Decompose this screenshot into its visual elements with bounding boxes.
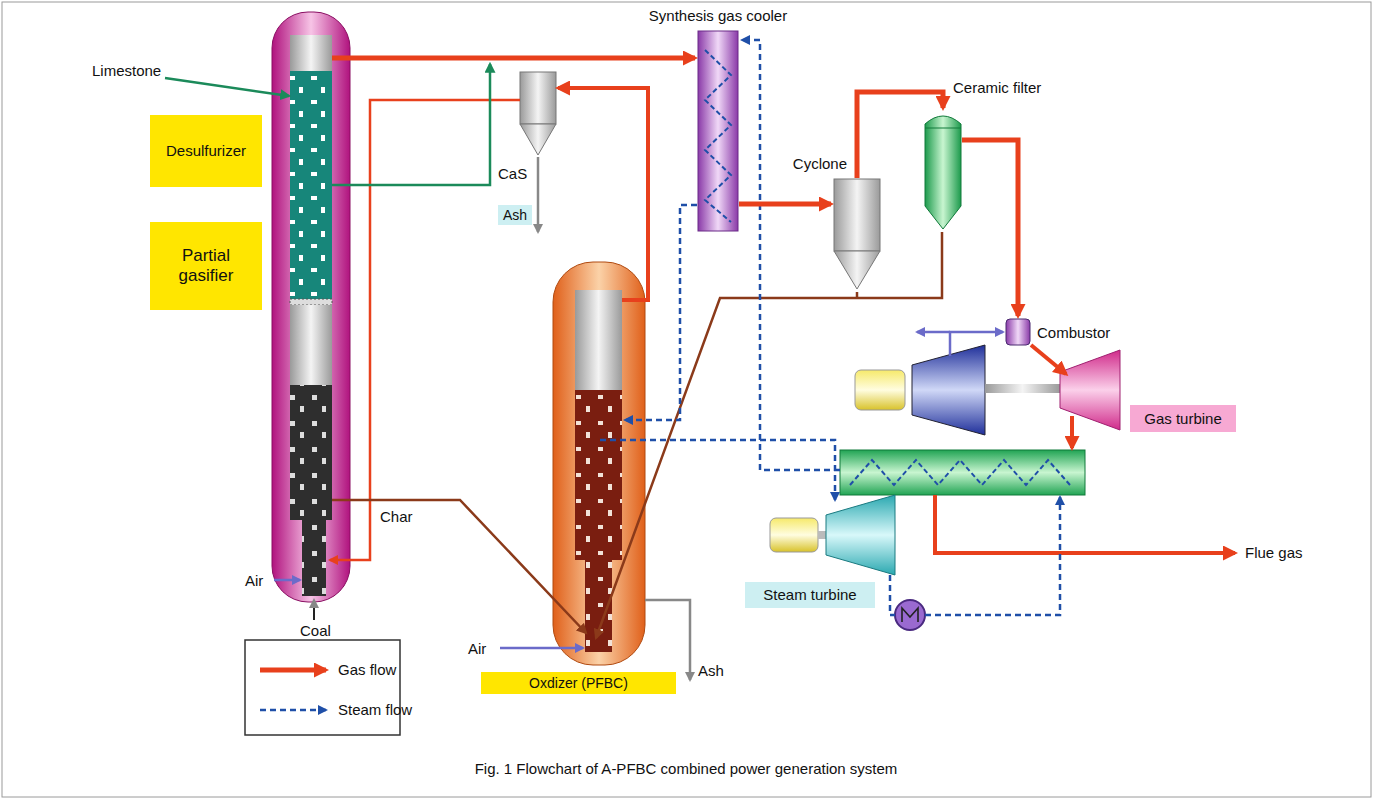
combustor: Combustor <box>1005 318 1031 346</box>
gas-flow-connector <box>962 140 1018 316</box>
legend-label: Steam flow <box>338 701 412 718</box>
gas-cyclone: Cyclone <box>833 178 881 290</box>
legend-gas-line <box>260 668 326 673</box>
flow-label: Coal <box>300 622 331 639</box>
legend-label: Gas flow <box>338 661 396 678</box>
oxidizer-vessel <box>553 262 645 665</box>
node-label: Ceramic filter <box>953 79 1041 96</box>
turbine-label-box: Steam turbine <box>745 582 875 608</box>
steam-turbine-set <box>770 495 925 630</box>
flow-label: Flue gas <box>1245 544 1303 561</box>
node-label: Cyclone <box>793 155 847 172</box>
node-label: Synthesis gas cooler <box>649 7 787 24</box>
gasifier-vessel <box>272 12 350 602</box>
legend-frame <box>245 640 400 735</box>
combustor-outline <box>1005 318 1031 346</box>
char-cyclone <box>520 72 556 155</box>
flow-label: Char <box>380 508 413 525</box>
legend-steam-line <box>260 709 326 712</box>
process-label-box: Desulfurizer <box>150 115 262 187</box>
gas-turbine-set <box>855 345 1120 435</box>
node-label: Combustor <box>1037 324 1110 341</box>
node-label: Oxdizer (PFBC) <box>529 675 628 691</box>
cooler-outline <box>697 30 739 232</box>
ash-box: Ash <box>498 205 532 225</box>
node-label: Steam turbine <box>763 586 856 603</box>
flow-label: Air <box>468 640 486 657</box>
node-label: Partial gasifier <box>155 246 257 285</box>
flow-label: CaS <box>498 165 527 182</box>
heat-recovery-boiler <box>840 450 1085 495</box>
process-label-box: Partial gasifier <box>150 222 262 310</box>
ceramic-filter: Ceramic filter <box>924 110 962 230</box>
solids-lines <box>165 64 942 680</box>
process-label-box: Oxdizer (PFBC) <box>481 672 676 694</box>
flow-label: Air <box>245 572 263 589</box>
figure-caption: Fig. 1 Flowchart of A-PFBC combined powe… <box>475 760 898 777</box>
flow-label: Limestone <box>92 62 161 79</box>
turbine-label-box: Gas turbine <box>1130 405 1236 432</box>
filter-outline <box>924 110 962 230</box>
node-label: Ash <box>503 207 527 223</box>
node-label: Desulfurizer <box>166 142 246 159</box>
cyclone-outline <box>833 178 881 290</box>
gas-flow-lines <box>330 58 1235 560</box>
node-label: Gas turbine <box>1144 410 1222 427</box>
flow-label: Ash <box>698 662 724 679</box>
steam-flow-lines <box>600 40 1060 615</box>
gas-cooler: Synthesis gas cooler <box>697 30 739 232</box>
air-lines <box>274 332 1003 648</box>
gas-flow-connector <box>739 202 831 207</box>
